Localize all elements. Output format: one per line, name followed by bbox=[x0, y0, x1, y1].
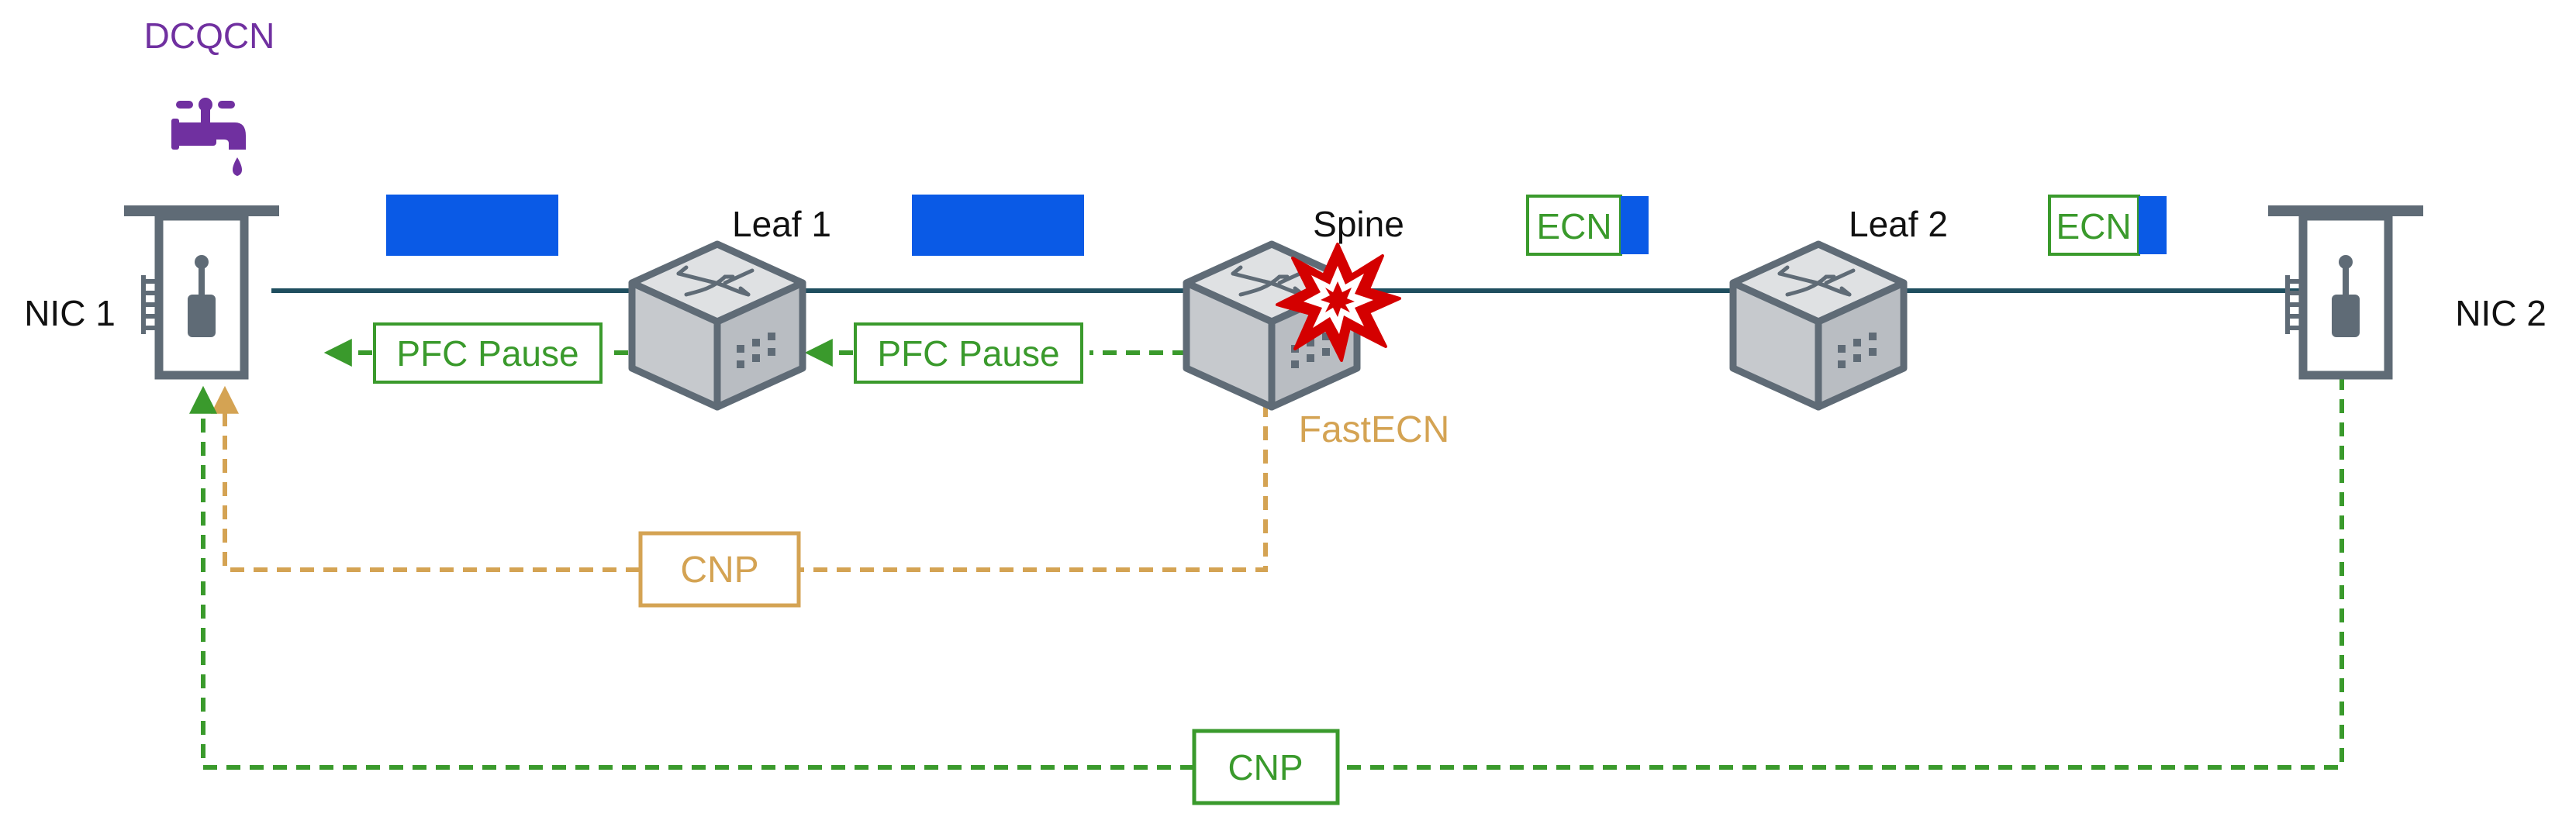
packet-2 bbox=[912, 195, 1084, 256]
spine-label: Spine bbox=[1313, 204, 1404, 244]
nic2-label: NIC 2 bbox=[2455, 293, 2547, 333]
cnp-e2e-path: CNP bbox=[189, 376, 2344, 805]
ecn-label-2: ECN bbox=[2056, 206, 2131, 246]
pfc-pause-right: PFC Pause bbox=[804, 322, 1210, 384]
cnp-e2e-label: CNP bbox=[1228, 747, 1303, 788]
ecn-label-1: ECN bbox=[1536, 206, 1611, 246]
pfc-pause-right-label: PFC Pause bbox=[877, 333, 1059, 374]
faucet-icon bbox=[171, 98, 246, 176]
leaf1-label: Leaf 1 bbox=[732, 204, 831, 244]
leaf2-switch-icon bbox=[1733, 244, 1904, 407]
pfc-pause-left: PFC Pause bbox=[323, 322, 675, 384]
cnp-fast-path: CNP bbox=[211, 385, 1268, 608]
pfc-pause-left-label: PFC Pause bbox=[396, 333, 578, 374]
packet-1 bbox=[386, 195, 558, 256]
leaf2-label: Leaf 2 bbox=[1849, 204, 1948, 244]
leaf1-switch-icon bbox=[632, 244, 803, 407]
cnp-fast-label: CNP bbox=[680, 550, 758, 591]
nic1-label: NIC 1 bbox=[24, 293, 116, 333]
nic1-card-icon bbox=[124, 205, 279, 375]
fast-ecn-label: FastECN bbox=[1299, 409, 1450, 450]
ecn-packet-1: ECN bbox=[1526, 195, 1649, 256]
ecn-packet-2: ECN bbox=[2048, 195, 2167, 256]
nic2-card-icon bbox=[2268, 205, 2423, 375]
congestion-explosion-icon bbox=[1276, 243, 1401, 362]
dcqcn-title: DCQCN bbox=[144, 16, 275, 56]
